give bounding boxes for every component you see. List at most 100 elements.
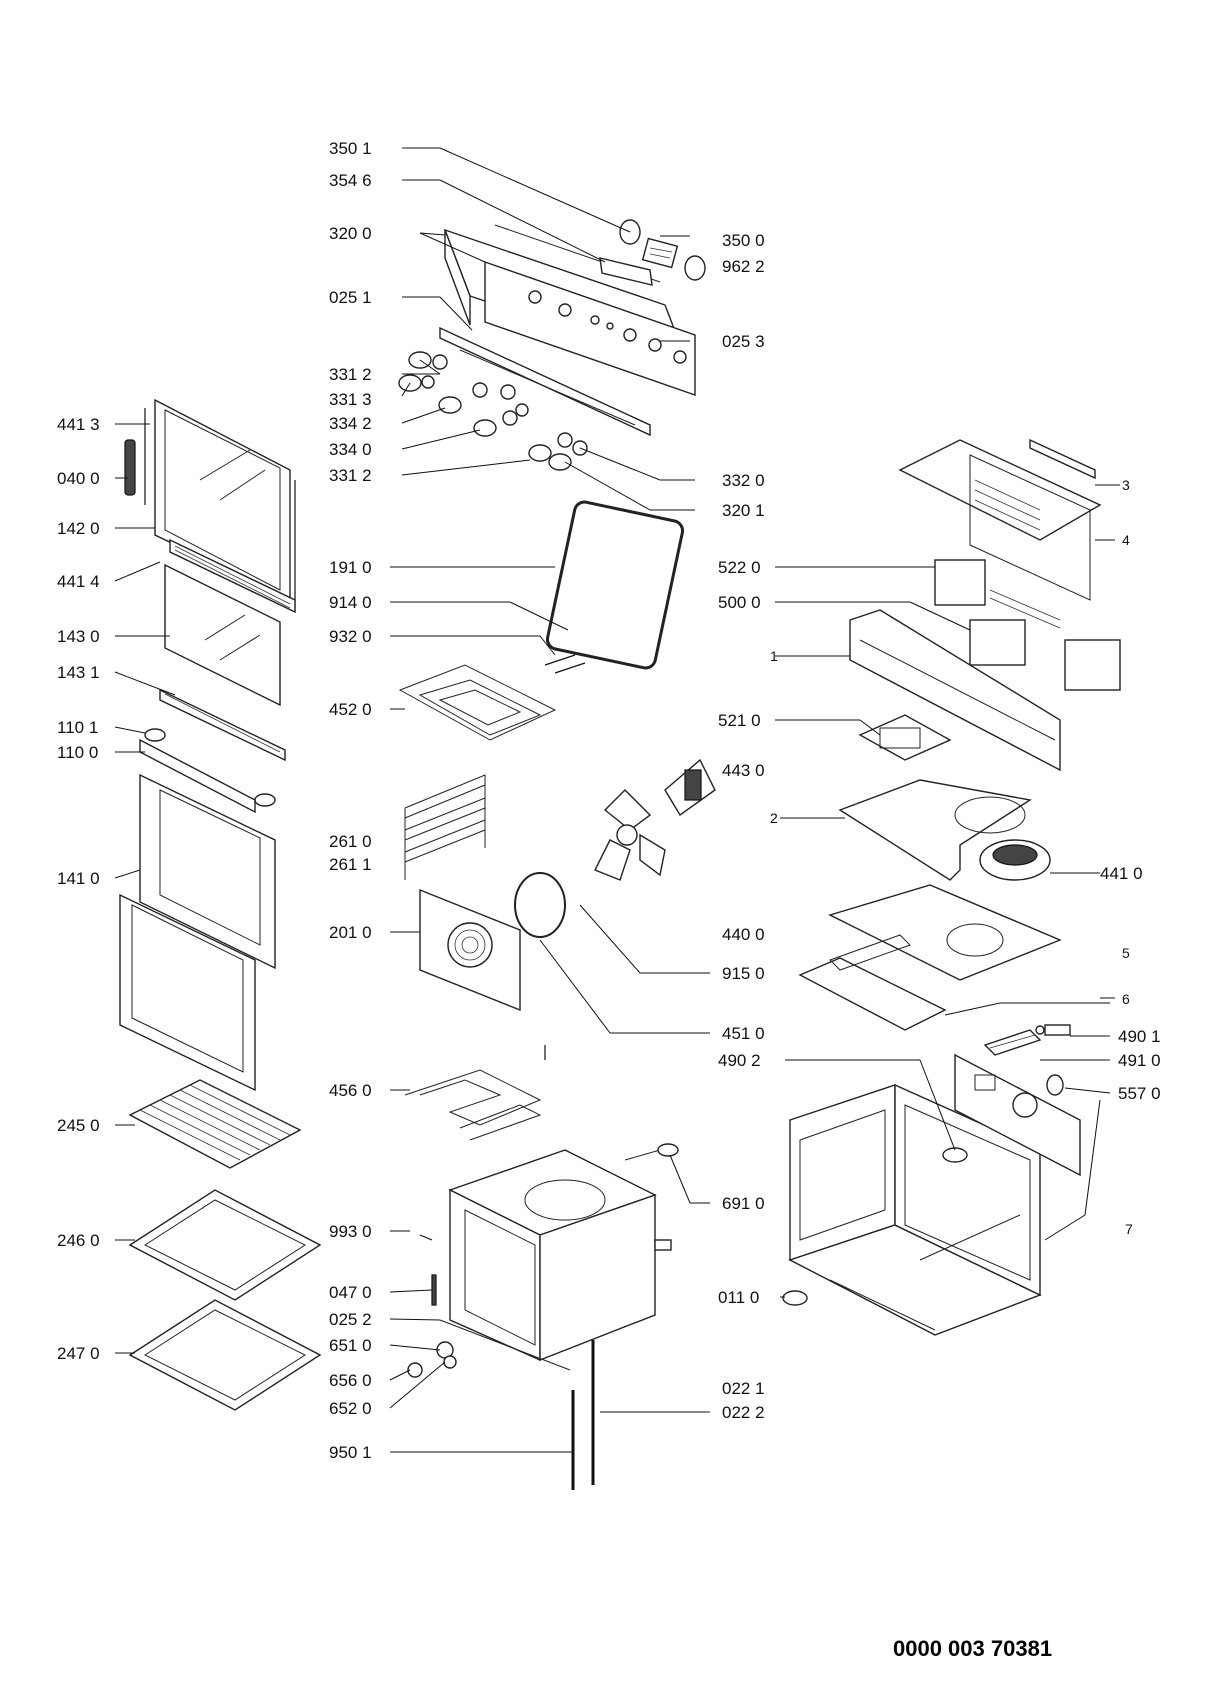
label-047-0: 047 0 bbox=[329, 1283, 372, 1302]
label-141-0: 141 0 bbox=[57, 869, 100, 888]
lower-housing-7 bbox=[788, 1083, 1042, 1336]
rear-terminal-panel bbox=[954, 1053, 1081, 1177]
label-557-0: 557 0 bbox=[1118, 1084, 1161, 1103]
label-350-0: 350 0 bbox=[722, 231, 765, 250]
label-5: 5 bbox=[1122, 945, 1130, 961]
label-3: 3 bbox=[1122, 477, 1130, 493]
foot-011 bbox=[782, 1290, 808, 1306]
label-025-2: 025 2 bbox=[329, 1310, 372, 1329]
label-022-2: 022 2 bbox=[722, 1403, 765, 1422]
label-1: 1 bbox=[770, 648, 778, 664]
label-7: 7 bbox=[1125, 1221, 1133, 1237]
label-022-1: 022 1 bbox=[722, 1379, 765, 1398]
label-261-1: 261 1 bbox=[329, 855, 372, 874]
label-993-0: 993 0 bbox=[329, 1222, 372, 1241]
label-443-0: 443 0 bbox=[722, 761, 765, 780]
control-panel-knob-holes bbox=[528, 290, 687, 364]
label-915-0: 915 0 bbox=[722, 964, 765, 983]
label-110-1: 110 1 bbox=[57, 718, 98, 737]
label-025-3: 025 3 bbox=[722, 332, 765, 351]
label-451-0: 451 0 bbox=[722, 1024, 765, 1043]
label-950-1: 950 1 bbox=[329, 1443, 372, 1462]
label-2: 2 bbox=[770, 810, 778, 826]
wire-shelf-245 bbox=[128, 1079, 302, 1169]
label-914-0: 914 0 bbox=[329, 593, 372, 612]
baking-tray-246 bbox=[128, 1189, 322, 1301]
oven-door-assembly bbox=[119, 398, 296, 1092]
cavity-side-trims bbox=[407, 1234, 595, 1490]
label-440-0: 440 0 bbox=[722, 925, 765, 944]
label-441-0: 441 0 bbox=[1100, 864, 1143, 883]
label-350-1: 350 1 bbox=[329, 139, 372, 158]
sensor-490-1 bbox=[1035, 1024, 1071, 1036]
terminal-block-491 bbox=[983, 1029, 1042, 1056]
label-522-0: 522 0 bbox=[718, 558, 761, 577]
label-334-2: 334 2 bbox=[329, 414, 372, 433]
label-110-0: 110 0 bbox=[57, 743, 98, 762]
circular-element-451 bbox=[514, 872, 566, 938]
control-knobs bbox=[398, 351, 588, 471]
label-247-0: 247 0 bbox=[57, 1344, 100, 1363]
fan-shroud-2 bbox=[838, 779, 1032, 881]
label-6: 6 bbox=[1122, 991, 1130, 1007]
air-guide-plates-5-6 bbox=[798, 884, 1062, 1031]
shelf-supports-261 bbox=[404, 774, 486, 880]
label-191-0: 191 0 bbox=[329, 558, 372, 577]
connector-block-521 bbox=[858, 714, 952, 761]
fan-blade-440 bbox=[594, 789, 666, 881]
label-691-0: 691 0 bbox=[722, 1194, 765, 1213]
label-143-1: 143 1 bbox=[57, 663, 100, 682]
label-500-0: 500 0 bbox=[718, 593, 761, 612]
document-number: 0000 003 70381 bbox=[893, 1636, 1052, 1661]
grill-element-452 bbox=[398, 654, 586, 741]
label-320-1: 320 1 bbox=[722, 501, 765, 520]
label-040-0: 040 0 bbox=[57, 469, 100, 488]
label-331-2-a: 331 2 bbox=[329, 365, 372, 384]
door-gasket-191 bbox=[545, 500, 685, 670]
grommet-490-2 bbox=[942, 1147, 968, 1163]
baking-tray-247 bbox=[128, 1299, 322, 1411]
label-246-0: 246 0 bbox=[57, 1231, 100, 1250]
rear-cover-201 bbox=[419, 888, 521, 1012]
label-011-0: 011 0 bbox=[718, 1288, 759, 1307]
label-491-0: 491 0 bbox=[1118, 1051, 1161, 1070]
label-143-0: 143 0 bbox=[57, 627, 100, 646]
door-hinge-strip bbox=[174, 545, 291, 609]
control-housing-1 bbox=[849, 609, 1061, 772]
leader-lines bbox=[114, 147, 1120, 1453]
label-331-3: 331 3 bbox=[329, 390, 372, 409]
label-441-4: 441 4 bbox=[57, 572, 100, 591]
label-656-0: 656 0 bbox=[329, 1371, 372, 1390]
oven-light-691 bbox=[624, 1143, 679, 1161]
control-panel-assembly bbox=[439, 219, 706, 437]
label-261-0: 261 0 bbox=[329, 832, 372, 851]
fan-motor-443 bbox=[664, 758, 716, 817]
label-652-0: 652 0 bbox=[329, 1399, 372, 1418]
label-651-0: 651 0 bbox=[329, 1336, 372, 1355]
oven-cavity bbox=[448, 1149, 672, 1362]
tangential-fan-441 bbox=[979, 839, 1051, 881]
part-labels: 350 1 354 6 320 0 350 0 962 2 025 1 025 … bbox=[57, 139, 1161, 1462]
label-452-0: 452 0 bbox=[329, 700, 372, 719]
label-490-2: 490 2 bbox=[718, 1051, 761, 1070]
label-142-0: 142 0 bbox=[57, 519, 100, 538]
label-4: 4 bbox=[1122, 532, 1130, 548]
label-332-0: 332 0 bbox=[722, 471, 765, 490]
label-201-0: 201 0 bbox=[329, 923, 372, 942]
label-962-2: 962 2 bbox=[722, 257, 765, 276]
cooling-duct-assembly bbox=[898, 438, 1102, 601]
label-490-1: 490 1 bbox=[1118, 1027, 1161, 1046]
label-245-0: 245 0 bbox=[57, 1116, 100, 1135]
lower-element-456 bbox=[404, 1045, 546, 1141]
label-441-3: 441 3 bbox=[57, 415, 100, 434]
label-456-0: 456 0 bbox=[329, 1081, 372, 1100]
electronic-modules-522-500 bbox=[934, 559, 1121, 691]
label-932-0: 932 0 bbox=[329, 627, 372, 646]
label-025-1: 025 1 bbox=[329, 288, 372, 307]
label-320-0: 320 0 bbox=[329, 224, 372, 243]
label-354-6: 354 6 bbox=[329, 171, 372, 190]
label-521-0: 521 0 bbox=[718, 711, 761, 730]
label-334-0: 334 0 bbox=[329, 440, 372, 459]
label-331-2-b: 331 2 bbox=[329, 466, 372, 485]
